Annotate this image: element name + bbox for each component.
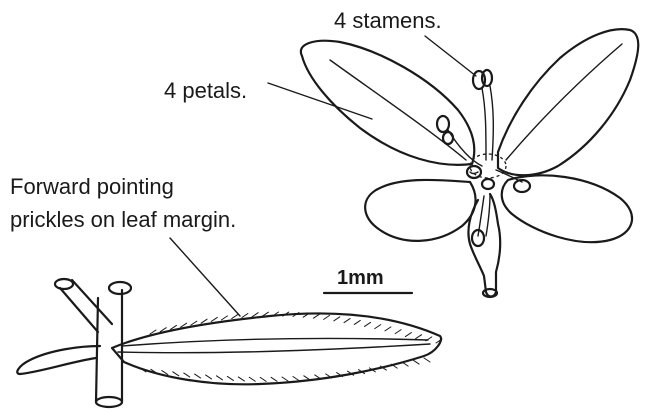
prickle [334,317,340,321]
anther [482,179,494,189]
anther [437,116,449,132]
prickle [260,377,266,381]
prickle [195,374,201,378]
style [486,194,490,236]
petal-upper-right [498,29,638,175]
prickle [216,376,222,380]
prickle [173,372,179,376]
prickle [206,375,212,379]
petal-lower-left [365,180,475,241]
prickle [222,316,228,320]
prickle [201,319,207,323]
prickle [304,376,310,380]
prickle [313,314,319,318]
prickle [324,315,330,319]
prickle [375,325,381,329]
prickle [252,313,258,317]
leaf-blade [112,313,441,384]
prickle [413,360,419,364]
prickle [424,358,430,362]
prickle [191,321,197,325]
branch-end [55,279,73,289]
stamens-leader-line [425,36,476,76]
prickle [227,376,233,380]
stem-cut-end [96,397,122,407]
prickle [271,377,277,381]
prickle [232,315,238,319]
prickle [249,377,255,381]
prickle [426,337,432,341]
prickle [405,333,411,337]
prickle [344,319,350,323]
prickle [242,313,248,317]
stamen-filament [490,86,493,160]
leaf-midrib [118,344,430,353]
prickle [282,377,288,381]
anther [443,132,453,144]
prickles-leader-line [170,238,240,316]
flower [301,29,638,297]
stamen-filament [482,88,486,160]
ovary [468,194,500,297]
leaf-and-stem [17,279,441,407]
anther [467,166,481,178]
stamen-filament [470,172,478,174]
prickle [354,320,360,324]
prickle [293,377,299,381]
prickle [385,327,391,331]
prickle [184,373,190,377]
lower-branch [17,346,100,374]
prickle [365,322,371,326]
prickle [395,330,401,334]
leaf-midrib [122,338,428,346]
stem-top-end [109,282,131,294]
petal-lower-right [502,175,632,242]
prickle [211,317,217,321]
anther [482,70,492,86]
petal-vein [330,60,466,160]
prickle [416,335,422,339]
prickle [238,377,244,381]
